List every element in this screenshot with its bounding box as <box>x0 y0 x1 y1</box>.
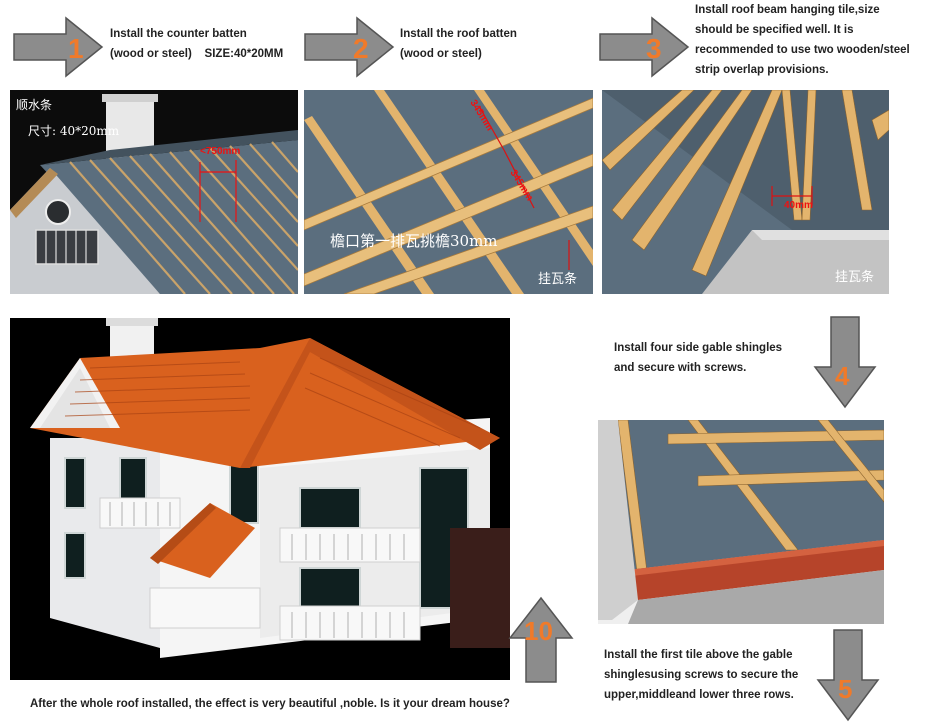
step-5-line3: upper,middleand lower three rows. <box>604 689 794 701</box>
finished-house-illustration <box>30 318 510 658</box>
step-4-number: 4 <box>835 361 850 391</box>
step-1-text: Install the counter batten (wood or stee… <box>110 24 283 64</box>
gable-shingles-illustration <box>598 420 884 624</box>
step-1-line1: Install the counter batten <box>110 28 247 40</box>
step-3-line3: recommended to use two wooden/steel <box>695 44 910 56</box>
panel-counter-batten: 顺水条 尺寸: 40*20mm <750mm <box>10 90 298 294</box>
step-1-line2: (wood or steel) SIZE:40*20MM <box>110 48 284 60</box>
ridge-beam-tag: 挂瓦条 <box>835 270 875 285</box>
step-2-text: Install the roof batten (wood or steel) <box>400 24 517 64</box>
roof-batten-illustration <box>304 90 593 294</box>
step-3-text: Install roof beam hanging tile,size shou… <box>695 0 910 80</box>
step-5-number: 5 <box>838 674 852 704</box>
step-10-caption: After the whole roof installed, the effe… <box>30 698 510 710</box>
panel-roof-batten: 345mm 345mm 檐口第一排瓦挑檐30mm 挂瓦条 <box>304 90 593 294</box>
step-3-number: 3 <box>646 33 662 64</box>
step-3-line4: strip overlap provisions. <box>695 64 829 76</box>
step-2-arrow: 2 <box>304 16 395 78</box>
counter-batten-title: 顺水条 <box>16 98 53 112</box>
step-4-line1: Install four side gable shingles <box>614 342 783 354</box>
ridge-beam-dim: 40mm <box>784 200 813 211</box>
step-3-arrow: 3 <box>599 16 690 78</box>
step-1-arrow: 1 <box>13 16 104 78</box>
ridge-beam-illustration <box>602 90 889 294</box>
roof-batten-tag: 挂瓦条 <box>538 272 578 287</box>
counter-batten-illustration <box>10 94 298 294</box>
step-5-line1: Install the first tile above the gable <box>604 649 793 661</box>
step-5-arrow: 5 <box>816 629 880 722</box>
step-2-line1: Install the roof batten <box>400 28 517 40</box>
panel-finished-house <box>10 318 510 680</box>
panel-gable-shingles <box>598 420 884 624</box>
step-3-line2: should be specified well. It is <box>695 24 854 36</box>
step-5-text: Install the first tile above the gable s… <box>604 645 798 705</box>
step-10-arrow: 10 <box>508 596 574 683</box>
counter-batten-size: 尺寸: 40*20mm <box>28 124 120 138</box>
step-2-line2: (wood or steel) <box>400 48 482 60</box>
roof-batten-note: 檐口第一排瓦挑檐30mm <box>330 232 498 250</box>
step-4-line2: and secure with screws. <box>614 362 747 374</box>
step-4-text: Install four side gable shingles and sec… <box>614 338 782 378</box>
counter-batten-dimension: <750mm <box>200 146 241 157</box>
step-5-line2: shinglesusing screws to secure the <box>604 669 799 681</box>
panel-ridge-beam: 40mm 挂瓦条 <box>602 90 889 294</box>
step-1-number: 1 <box>68 33 84 64</box>
step-10-number: 10 <box>524 616 553 646</box>
step-4-arrow: 4 <box>813 316 877 409</box>
step-2-number: 2 <box>353 33 369 64</box>
step-3-line1: Install roof beam hanging tile,size <box>695 4 880 16</box>
